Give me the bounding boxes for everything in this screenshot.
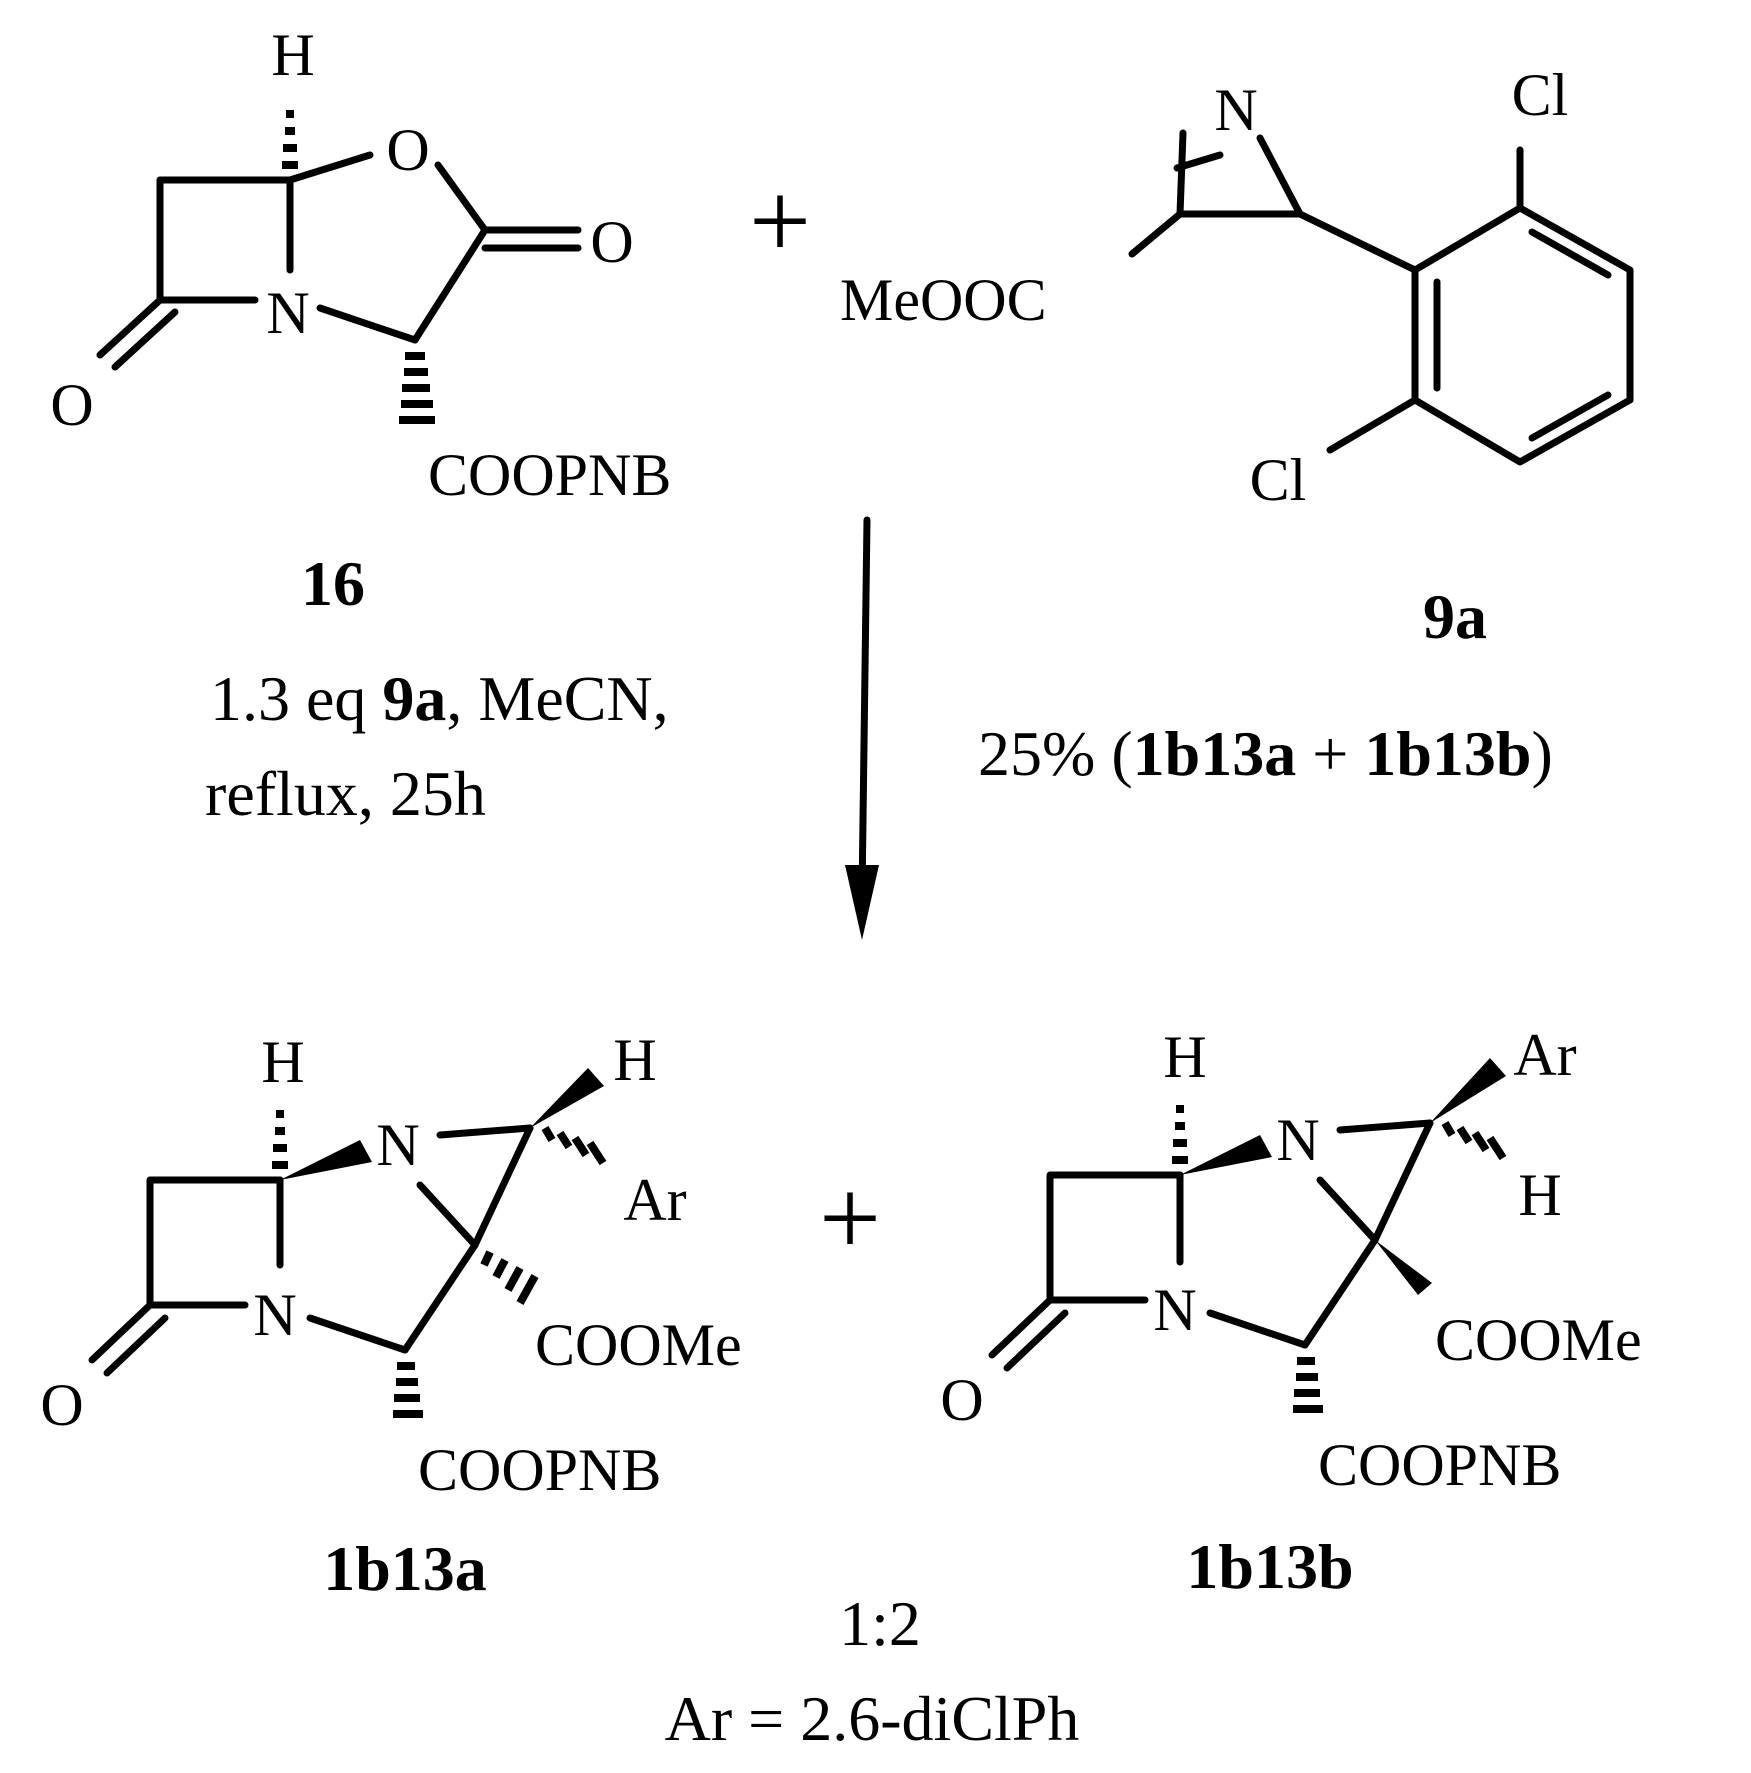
hashed-bond-coopnb [399, 352, 435, 424]
compound-label-1b13a: 1b13a [323, 1533, 487, 1604]
coome-label: COOMe [1435, 1307, 1642, 1373]
lactam-nitrogen-label: N [1153, 1277, 1196, 1343]
ring-oxygen-label: O [386, 117, 429, 183]
aryl-label: Ar [1513, 1022, 1576, 1088]
coopnb-label: COOPNB [418, 1437, 661, 1503]
lactam-oxygen-label: O [40, 1372, 83, 1438]
lactam-oxygen-label: O [940, 1367, 983, 1433]
hydrogen-label: H [1163, 1024, 1206, 1090]
compound-label-9a: 9a [1423, 581, 1487, 652]
coome-label: COOMe [535, 1312, 742, 1378]
plus-sign-top: + [749, 160, 811, 282]
chlorine-bottom-label: Cl [1250, 447, 1307, 513]
aziridine-hydrogen-label: H [613, 1027, 656, 1093]
wedge-bond-n [280, 1140, 372, 1180]
lactam-oxygen-label: O [50, 372, 93, 438]
product-1b13a-bonds [88, 1124, 534, 1377]
compound-16: H O O N O COOPNB 16 [50, 22, 671, 619]
hashed-bond-h [272, 1110, 288, 1169]
meooc-label: MeOOC [840, 267, 1047, 333]
aryl-label: Ar [623, 1167, 686, 1233]
aryl-definition: Ar = 2.6-diClPh [665, 1683, 1080, 1754]
chlorine-top-label: Cl [1512, 62, 1569, 128]
hashed-bond-h [1172, 1105, 1188, 1164]
aziridine-hydrogen-label: H [1518, 1162, 1561, 1228]
compound-label-1b13b: 1b13b [1186, 1531, 1353, 1602]
compound-16-bonds [96, 151, 582, 371]
hashed-bond-ar [541, 1125, 607, 1166]
hydrogen-label: H [261, 1029, 304, 1095]
wedge-bond-ar [1430, 1058, 1506, 1123]
plus-sign-bottom: + [819, 1157, 881, 1279]
wedge-bond-n [1180, 1135, 1272, 1175]
compound-label-16: 16 [301, 548, 365, 619]
wedge-bond-coome [1375, 1240, 1432, 1295]
hydrogen-label: H [271, 22, 314, 88]
compound-9a-bonds [1128, 129, 1634, 466]
lactam-nitrogen-label: N [253, 1282, 296, 1348]
product-1b13a: H N H Ar N O COOMe COOPNB 1b13a [40, 1027, 741, 1604]
hashed-bond-coopnb [393, 1362, 423, 1418]
aziridine-nitrogen-label: N [376, 1112, 419, 1178]
product-ratio: 1:2 [839, 1588, 921, 1659]
product-1b13b: H N Ar H N O COOMe COOPNB 1b13b [940, 1022, 1641, 1602]
conditions-line-2: reflux, 25h [205, 758, 486, 829]
reaction-arrow [845, 516, 879, 940]
azirine-nitrogen-label: N [1214, 77, 1257, 143]
hashed-bond-coome [480, 1250, 539, 1305]
lactone-oxygen-label: O [590, 209, 633, 275]
product-1b13b-bonds [988, 1119, 1434, 1372]
aziridine-nitrogen-label: N [1276, 1107, 1319, 1173]
compound-9a: N Cl Cl MeOOC 9a [840, 62, 1634, 652]
hashed-bond-coopnb [1293, 1357, 1323, 1413]
hashed-bond-h [282, 110, 298, 169]
conditions-line-1: 1.3 eq 9a, MeCN, [210, 663, 669, 734]
hashed-bond-h-aziridine [1441, 1120, 1507, 1161]
nitrogen-label: N [266, 280, 309, 346]
yield-text: 25% (1b13a + 1b13b) [978, 718, 1553, 789]
coopnb-label: COOPNB [428, 442, 671, 508]
coopnb-label: COOPNB [1318, 1432, 1561, 1498]
wedge-bond-h [530, 1068, 604, 1128]
